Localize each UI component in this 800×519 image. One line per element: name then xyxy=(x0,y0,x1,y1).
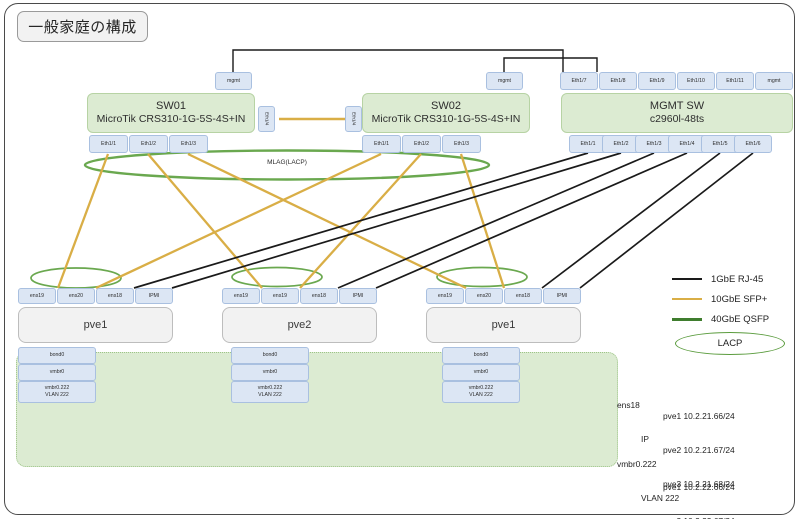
host3-nic-ens20[interactable]: ens20 xyxy=(465,288,503,304)
mgmtsw-model: c2960l-48ts xyxy=(649,113,705,125)
mgmtsw-port-mgmt[interactable]: mgmt xyxy=(755,72,793,90)
sw02-model: MicroTik CRS310-1G-5S-4S+IN xyxy=(371,113,521,125)
line-swatch-10gbe xyxy=(672,298,702,300)
sw02-port-mgmt[interactable]: mgmt xyxy=(486,72,523,90)
annotation-vmbr0222-title: vmbr0.222 xyxy=(617,458,657,469)
host3-nic-ipmi[interactable]: IPMI xyxy=(543,288,581,304)
mgmtsw-port-eth1-11[interactable]: Eth1/11 xyxy=(716,72,754,90)
mgmtsw-port-eth1-4[interactable]: Eth1/4 xyxy=(668,135,706,153)
legend-item-10gbe: 10GbE SFP+ xyxy=(672,290,794,308)
sw02-port-eth1-3[interactable]: Eth1/3 xyxy=(442,135,481,153)
switch-mgmtsw[interactable]: MGMT SW c2960l-48ts xyxy=(561,93,793,133)
page-title: 一般家庭の構成 xyxy=(17,11,148,42)
host3-bond0[interactable]: bond0 xyxy=(442,347,520,364)
legend-label-10gbe: 10GbE SFP+ xyxy=(711,293,768,305)
host1-vmbr0-222-name: vmbr0.222 xyxy=(44,385,70,392)
host2-bond0[interactable]: bond0 xyxy=(231,347,309,364)
legend: 1GbE RJ-45 10GbE SFP+ 40GbE QSFP LACP xyxy=(672,270,794,355)
annotation-vmbr0222-ip-1: pve1 10.2.22.66/24 xyxy=(663,481,735,492)
annotation-ens18-ip-1: pve1 10.2.21.66/24 xyxy=(663,410,735,421)
sw01-port-eth1-3[interactable]: Eth1/3 xyxy=(169,135,208,153)
annotation-ens18-title: ens18 xyxy=(617,399,640,410)
annotation-ens18-ip-3: pve3 10.2.21.68/24 xyxy=(663,479,735,490)
host2-nic-ens19-a[interactable]: ens19 xyxy=(222,288,260,304)
mgmtsw-port-eth1-8[interactable]: Eth1/8 xyxy=(599,72,637,90)
sw02-port-eth1-4[interactable]: Eth1/4 xyxy=(345,106,362,132)
mgmtsw-port-eth1-9[interactable]: Eth1/9 xyxy=(638,72,676,90)
host1-nic-ipmi[interactable]: IPMI xyxy=(135,288,173,304)
host-pve3[interactable]: pve1 xyxy=(426,307,581,343)
host2-vmbr0-222-vlan: VLAN 222 xyxy=(258,392,282,398)
sw02-port-eth1-2[interactable]: Eth1/2 xyxy=(402,135,441,153)
host1-nic-ens20[interactable]: ens20 xyxy=(57,288,95,304)
host3-nic-ens19[interactable]: ens19 xyxy=(426,288,464,304)
host1-vmbr0[interactable]: vmbr0 xyxy=(18,364,96,381)
line-swatch-40gbe xyxy=(672,317,702,321)
host2-vmbr0[interactable]: vmbr0 xyxy=(231,364,309,381)
host2-vmbr0-222[interactable]: vmbr0.222 VLAN 222 xyxy=(231,381,309,403)
legend-lacp-ellipse: LACP xyxy=(675,332,785,355)
annotation-vmbr0222-vlan: VLAN 222 xyxy=(641,493,680,504)
host1-bond0[interactable]: bond0 xyxy=(18,347,96,364)
sw01-port-eth1-2[interactable]: Eth1/2 xyxy=(129,135,168,153)
sw02-name: SW02 xyxy=(431,100,461,112)
switch-sw02[interactable]: SW02 MicroTik CRS310-1G-5S-4S+IN xyxy=(362,93,530,133)
host2-nic-ens19-b[interactable]: ens19 xyxy=(261,288,299,304)
sw01-port-eth1-4[interactable]: Eth1/4 xyxy=(258,106,275,132)
annotation-vmbr0222-ip-2: pve2 10.2.22.67/24 xyxy=(663,516,735,519)
annotation-ens18-ip-label: IP xyxy=(641,434,649,445)
host2-nic-ipmi[interactable]: IPMI xyxy=(339,288,377,304)
annotation-ens18: ens18 IP xyxy=(617,377,649,468)
host-pve2[interactable]: pve2 xyxy=(222,307,377,343)
host3-vmbr0-222-vlan: VLAN 222 xyxy=(469,392,493,398)
sw02-port-eth1-1[interactable]: Eth1/1 xyxy=(362,135,401,153)
host2-vmbr0-222-name: vmbr0.222 xyxy=(257,385,283,392)
host1-vmbr0-222-vlan: VLAN 222 xyxy=(45,392,69,398)
mgmtsw-name: MGMT SW xyxy=(649,100,705,112)
legend-item-1gbe: 1GbE RJ-45 xyxy=(672,270,794,288)
legend-label-40gbe: 40GbE QSFP xyxy=(711,313,770,325)
sw01-port-eth1-1[interactable]: Eth1/1 xyxy=(89,135,128,153)
sw01-port-mgmt[interactable]: mgmt xyxy=(215,72,252,90)
mgmtsw-port-eth1-6[interactable]: Eth1/6 xyxy=(734,135,772,153)
mlag-label: MLAG(LACP) xyxy=(267,159,307,166)
sw01-model: MicroTik CRS310-1G-5S-4S+IN xyxy=(96,113,246,125)
host3-vmbr0-222-name: vmbr0.222 xyxy=(468,385,494,392)
annotation-ens18-ip-2: pve2 10.2.21.67/24 xyxy=(663,445,735,456)
mgmtsw-port-eth1-10[interactable]: Eth1/10 xyxy=(677,72,715,90)
host1-nic-ens18[interactable]: ens18 xyxy=(96,288,134,304)
host2-nic-ens18[interactable]: ens18 xyxy=(300,288,338,304)
host3-vmbr0-222[interactable]: vmbr0.222 VLAN 222 xyxy=(442,381,520,403)
host3-nic-ens18[interactable]: ens18 xyxy=(504,288,542,304)
host1-vmbr0-222[interactable]: vmbr0.222 VLAN 222 xyxy=(18,381,96,403)
switch-sw01[interactable]: SW01 MicroTik CRS310-1G-5S-4S+IN xyxy=(87,93,255,133)
host1-nic-ens19[interactable]: ens19 xyxy=(18,288,56,304)
host-pve1[interactable]: pve1 xyxy=(18,307,173,343)
annotation-ens18-ips: pve1 10.2.21.66/24 pve2 10.2.21.67/24 pv… xyxy=(663,388,735,513)
mgmtsw-port-eth1-7[interactable]: Eth1/7 xyxy=(560,72,598,90)
annotation-vmbr0222: vmbr0.222 VLAN 222 IP xyxy=(617,436,679,519)
line-swatch-1gbe xyxy=(672,278,702,280)
legend-label-1gbe: 1GbE RJ-45 xyxy=(711,273,764,285)
legend-item-40gbe: 40GbE QSFP xyxy=(672,310,794,328)
sw01-name: SW01 xyxy=(156,100,186,112)
vlan-zone xyxy=(16,352,618,467)
host3-vmbr0[interactable]: vmbr0 xyxy=(442,364,520,381)
annotation-vmbr0222-ips: pve1 10.2.22.66/24 pve2 10.2.22.67/24 pv… xyxy=(663,459,735,519)
